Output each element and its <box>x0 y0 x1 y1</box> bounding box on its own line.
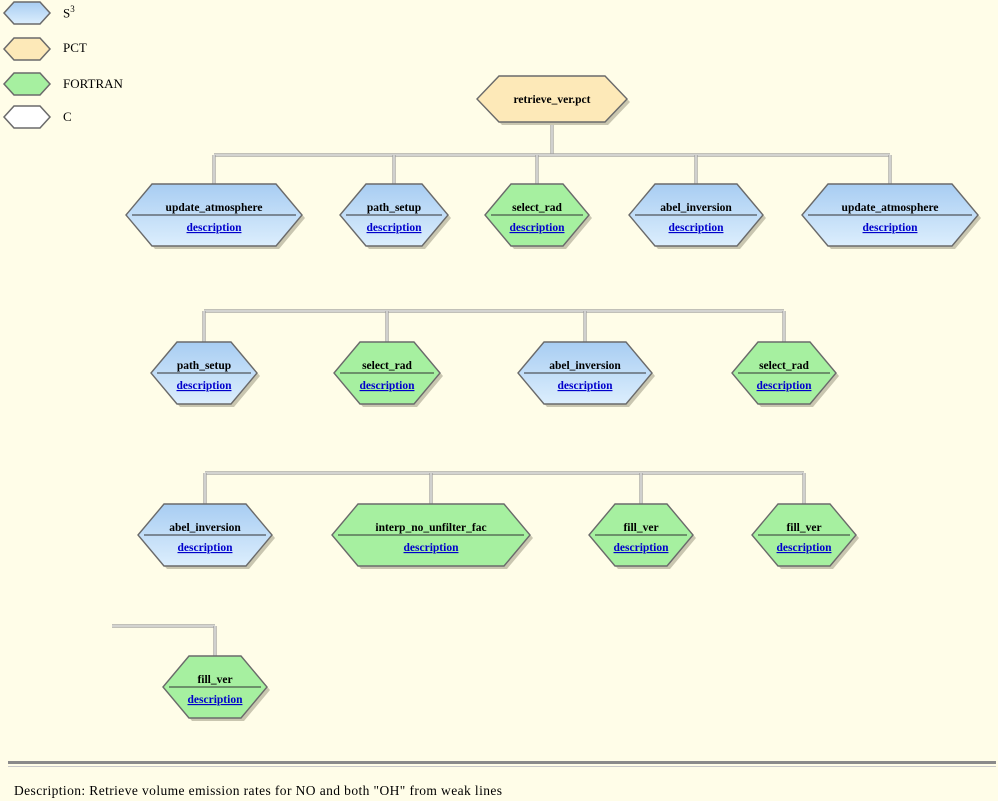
node-abel-inversion: abel_inversion description <box>137 503 275 569</box>
legend-c-label: C <box>63 109 72 124</box>
legend-fortran-swatch <box>2 72 52 96</box>
node-description-link[interactable]: description <box>404 542 460 554</box>
node-select-rad: select_rad description <box>333 341 443 407</box>
node-label: abel_inversion <box>169 522 241 534</box>
node-description-link[interactable]: description <box>614 542 670 554</box>
node-description-link[interactable]: description <box>669 222 725 234</box>
footer-rule <box>8 761 996 764</box>
node-path-setup: path_setup description <box>339 183 451 249</box>
node-description-link[interactable]: description <box>757 380 813 392</box>
node-update-atmosphere: update_atmosphere description <box>801 183 981 249</box>
legend-pct-label: PCT <box>63 40 87 55</box>
node-description-link[interactable]: description <box>367 222 423 234</box>
node-label: fill_ver <box>786 522 821 534</box>
node-label: select_rad <box>512 202 562 214</box>
node-label: fill_ver <box>197 674 232 686</box>
node-abel-inversion: abel_inversion description <box>628 183 766 249</box>
node-label: abel_inversion <box>549 360 621 372</box>
node-label: interp_no_unfilter_fac <box>375 522 486 534</box>
node-description-link[interactable]: description <box>177 380 233 392</box>
node-label: fill_ver <box>623 522 658 534</box>
node-update-atmosphere: update_atmosphere description <box>125 183 305 249</box>
node-description-link[interactable]: description <box>863 222 919 234</box>
legend-c-swatch <box>2 105 52 129</box>
node-label: select_rad <box>362 360 412 372</box>
node-fill-ver: fill_ver description <box>751 503 859 569</box>
node-layer: retrieve_ver.pct update_atmospheredescrip… <box>125 75 981 721</box>
connector-lines <box>112 122 892 656</box>
legend-s3-swatch <box>2 1 52 25</box>
node-path-setup: path_setup description <box>150 341 260 407</box>
node-description-link[interactable]: description <box>558 380 614 392</box>
node-description-link[interactable]: description <box>510 222 566 234</box>
legend-fortran-label: FORTRAN <box>63 76 123 91</box>
node-label: path_setup <box>177 360 231 372</box>
legend-s3-label: S3 <box>63 4 75 21</box>
node-label: path_setup <box>367 202 421 214</box>
legend-pct-swatch <box>2 37 52 61</box>
node-root-label: retrieve_ver.pct <box>514 94 591 106</box>
node-description-link[interactable]: description <box>187 222 243 234</box>
node-root-retrieve-ver <box>476 75 628 123</box>
node-label: update_atmosphere <box>166 202 263 214</box>
node-label: select_rad <box>759 360 809 372</box>
node-select-rad: select_rad description <box>484 183 592 249</box>
node-description-link[interactable]: description <box>360 380 416 392</box>
node-interp-no-unfilter-fac: interp_no_unfilter_fac description <box>331 503 533 569</box>
legend-swatches <box>2 1 52 129</box>
node-abel-inversion: abel_inversion description <box>517 341 655 407</box>
node-fill-ver: fill_ver description <box>588 503 696 569</box>
page-description: Description: Retrieve volume emission ra… <box>14 783 503 798</box>
node-fill-ver: fill_ver description <box>162 655 270 721</box>
node-label: abel_inversion <box>660 202 732 214</box>
node-select-rad: select_rad description <box>731 341 839 407</box>
node-description-link[interactable]: description <box>188 694 244 706</box>
footer-rule-light <box>8 766 996 767</box>
node-description-link[interactable]: description <box>178 542 234 554</box>
node-description-link[interactable]: description <box>777 542 833 554</box>
node-label: update_atmosphere <box>842 202 939 214</box>
